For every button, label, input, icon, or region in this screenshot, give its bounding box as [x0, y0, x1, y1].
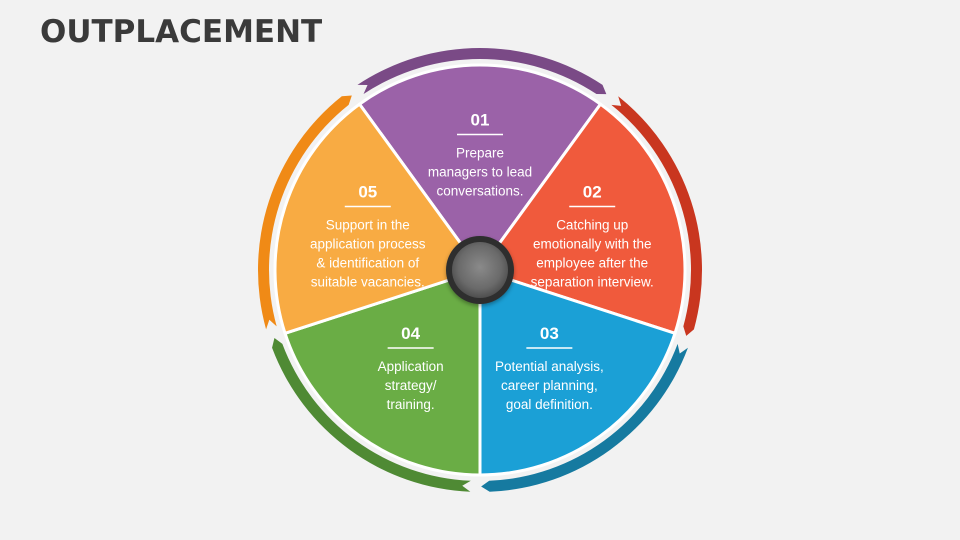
segment-number: 01 — [471, 111, 490, 130]
segment-wedge-03 — [478, 268, 677, 477]
segment-text-line: Prepare — [456, 146, 504, 161]
page-title: OUTPLACEMENT — [40, 14, 323, 50]
ring-arc-01 — [357, 47, 607, 95]
center-hub-inner — [452, 242, 508, 298]
segment-text-line: separation interview. — [531, 275, 654, 290]
segment-number: 04 — [401, 324, 420, 343]
segment-wedge-04 — [283, 268, 482, 477]
segment-text-line: training. — [387, 397, 435, 412]
segment-text-line: Application — [378, 359, 444, 374]
segment-text-line: emotionally with the — [533, 237, 652, 252]
segment-number: 05 — [358, 183, 377, 202]
segment-wedge-02 — [478, 102, 687, 335]
segment-number: 03 — [540, 324, 559, 343]
segment-text-line: Support in the — [326, 218, 410, 233]
ring-arc-05 — [258, 95, 352, 330]
segment-text-line: & identification of — [316, 256, 419, 271]
segment-text-line: suitable vacancies. — [311, 275, 425, 290]
segment-text-line: application process — [310, 237, 426, 252]
segment-text-line: career planning, — [501, 378, 598, 393]
segment-text-line: managers to lead — [428, 165, 532, 180]
segment-wedge-05 — [273, 102, 482, 335]
segment-text-line: conversations. — [436, 184, 523, 199]
segment-text-line: employee after the — [536, 256, 648, 271]
segment-text-line: Potential analysis, — [495, 359, 604, 374]
segment-text-line: goal definition. — [506, 397, 593, 412]
ring-arc-02 — [611, 96, 702, 336]
ring-arc-04 — [272, 337, 471, 492]
segment-number: 02 — [583, 183, 602, 202]
ring-arc-03 — [481, 343, 688, 492]
segment-text-line: Catching up — [556, 218, 628, 233]
segment-text-line: strategy/ — [385, 378, 437, 393]
segment-wedge-01 — [358, 63, 602, 272]
